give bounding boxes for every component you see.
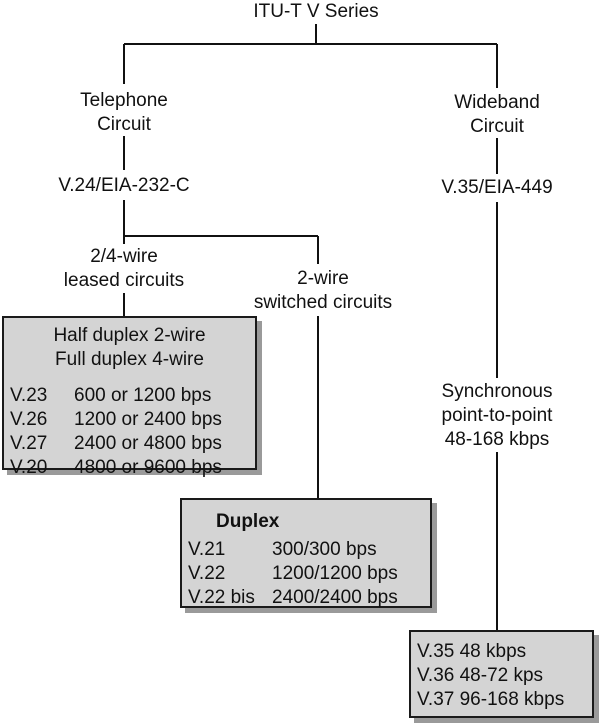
half-row-speed: 1200 or 2400 bps: [74, 409, 222, 430]
telephone-standard: V.24/EIA-232-C: [58, 175, 190, 196]
duplex-box: Duplex V.21 300/300 bps V.22 1200/1200 b…: [180, 498, 432, 608]
leased-label-line-1: 2/4-wire: [90, 246, 158, 267]
telephone-label-line-2: Circuit: [97, 114, 151, 135]
duplex-row-speed: 2400/2400 bps: [272, 587, 398, 608]
half-row-speed: 4800 or 9600 bps: [74, 457, 222, 478]
synchronous-label: Synchronous point-to-point 48-168 kbps: [417, 380, 577, 452]
half-box-header-2: Full duplex 4-wire: [55, 349, 204, 370]
half-row-speed: 600 or 1200 bps: [74, 385, 212, 406]
half-box-header-1: Half duplex 2-wire: [53, 325, 206, 346]
telephone-label-line-1: Telephone: [80, 90, 168, 111]
half-box-row: V.26 1200 or 2400 bps: [10, 408, 255, 432]
duplex-row-speed: 300/300 bps: [272, 539, 377, 560]
wideband-label-line-1: Wideband: [454, 92, 540, 113]
switched-label-line-2: switched circuits: [253, 292, 393, 313]
half-box-row: V.27 2400 or 4800 bps: [10, 432, 255, 456]
wideband-box-row: V.35 48 kbps: [417, 641, 527, 662]
half-row-name: V.26: [10, 409, 48, 430]
duplex-row-name: V.21: [188, 539, 226, 560]
duplex-box-row: V.22 1200/1200 bps: [188, 562, 430, 586]
half-row-speed: 2400 or 4800 bps: [74, 433, 222, 454]
sync-line-3: 48-168 kbps: [444, 429, 550, 450]
half-row-name: V.27: [10, 433, 48, 454]
half-box-row: V.20 4800 or 9600 bps: [10, 456, 255, 480]
wideband-box-row: V.37 96-168 kbps: [417, 689, 565, 710]
wideband-circuit-label: Wideband Circuit: [427, 91, 567, 139]
wideband-standard: V.35/EIA-449: [441, 177, 553, 198]
wideband-box-row: V.36 48-72 kps: [417, 665, 544, 686]
switched-label-line-1: 2-wire: [297, 268, 349, 289]
duplex-box-title: Duplex: [216, 511, 280, 532]
duplex-box-row: V.22 bis 2400/2400 bps: [188, 586, 430, 610]
root-label: ITU-T V Series: [253, 1, 379, 22]
half-duplex-box: Half duplex 2-wire Full duplex 4-wire V.…: [2, 316, 257, 478]
wideband-label-line-2: Circuit: [470, 116, 524, 137]
duplex-box-row: V.21 300/300 bps: [188, 538, 430, 562]
leased-label-line-2: leased circuits: [63, 270, 185, 291]
leased-circuits-label: 2/4-wire leased circuits: [44, 245, 204, 293]
duplex-row-speed: 1200/1200 bps: [272, 563, 398, 584]
switched-circuits-label: 2-wire switched circuits: [238, 267, 408, 315]
wideband-box: V.35 48 kbps V.36 48-72 kps V.37 96-168 …: [409, 630, 594, 718]
half-row-name: V.20: [10, 457, 48, 478]
duplex-row-name: V.22 bis: [188, 587, 255, 608]
sync-line-2: point-to-point: [441, 405, 553, 426]
sync-line-1: Synchronous: [441, 381, 553, 402]
duplex-row-name: V.22: [188, 563, 226, 584]
half-row-name: V.23: [10, 385, 48, 406]
half-box-row: V.23 600 or 1200 bps: [10, 384, 255, 408]
telephone-circuit-label: Telephone Circuit: [54, 89, 194, 137]
